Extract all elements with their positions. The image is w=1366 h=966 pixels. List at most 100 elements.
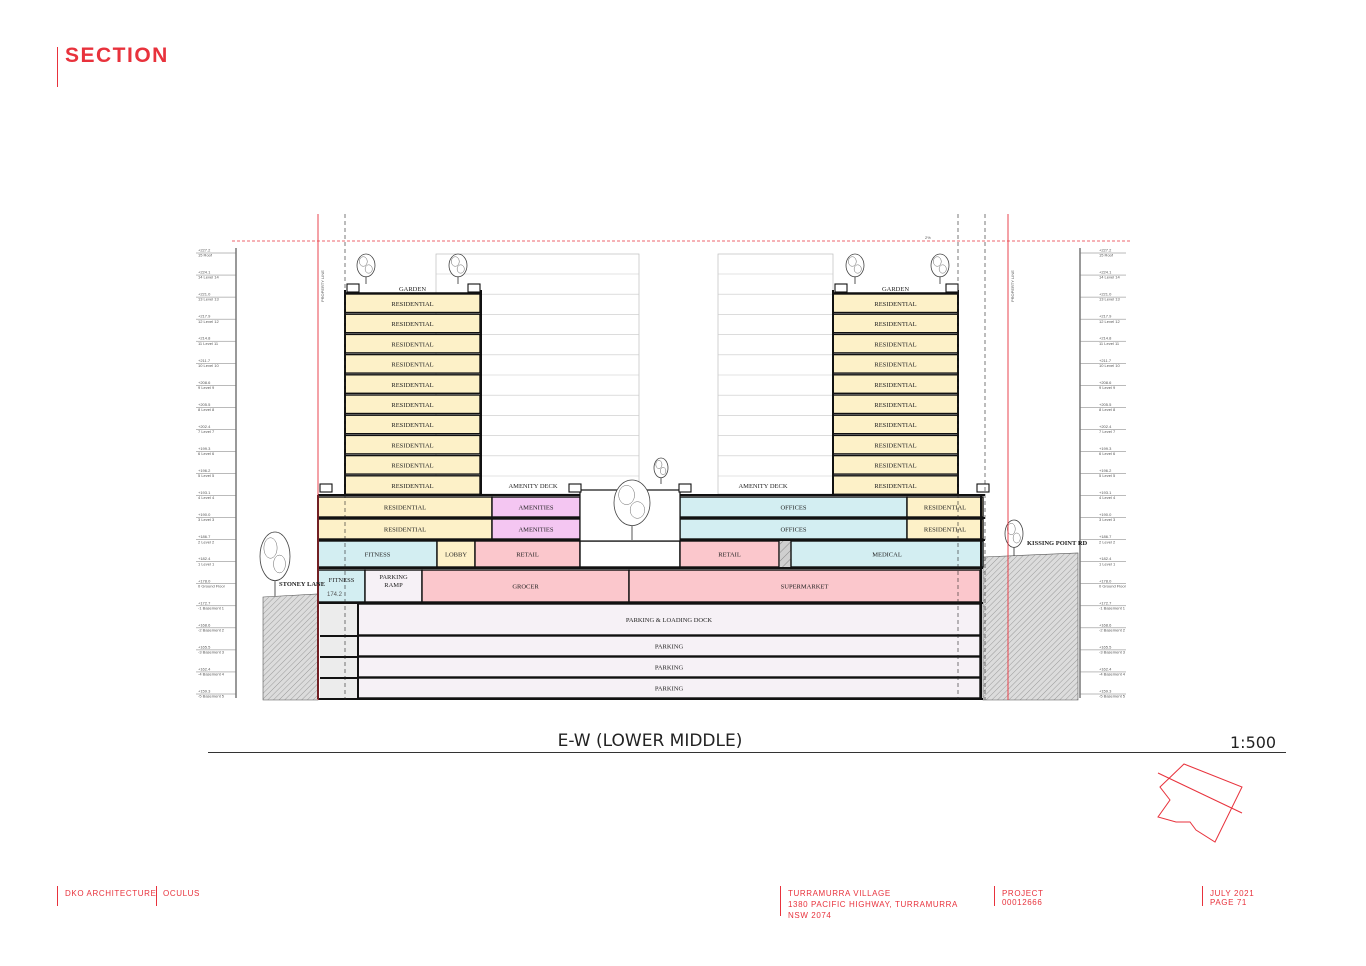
level-name: 6 Level 6 — [1099, 451, 1116, 456]
level-name: 7 Level 7 — [1099, 429, 1116, 434]
level-rl: +159.3 — [198, 689, 211, 694]
level-name: -2 Basement 2 — [198, 627, 225, 632]
level-name: 3 Level 3 — [1099, 517, 1116, 522]
room-label-residential: RESIDENTIAL — [391, 362, 433, 369]
room-label-residential: RESIDENTIAL — [391, 382, 433, 389]
room-label-supermarket: SUPERMARKET — [781, 584, 829, 591]
room-blocks: RESIDENTIAL RESIDENTIAL RESIDENTIAL RESIDEN… — [317, 286, 984, 699]
level-name: -5 Basement 5 — [1099, 694, 1126, 699]
room-void — [579, 540, 681, 568]
ground-right — [982, 552, 1079, 701]
level-rl: +193.1 — [1099, 490, 1112, 495]
header-accent-bar — [57, 47, 58, 87]
level-name: 13 Level 13 — [1099, 297, 1120, 302]
footer-partner: OCULUS — [163, 889, 200, 898]
footer-separator — [156, 886, 157, 906]
level-rl: +182.4 — [1099, 556, 1112, 561]
room-label-amenity-deck: AMENITY DECK — [738, 483, 787, 490]
level-name: 12 Level 12 — [198, 319, 219, 324]
level-marker-left: +227.215 Roof+224.114 Level 14+221.013 L… — [196, 248, 237, 699]
level-rl: +178.0 — [1099, 578, 1112, 583]
level-name: 1 Level 1 — [198, 561, 215, 566]
tree-icon — [930, 253, 950, 284]
level-name: 10 Level 10 — [198, 363, 219, 368]
level-name: 4 Level 4 — [1099, 495, 1116, 500]
room-label-residential: RESIDENTIAL — [391, 422, 433, 429]
level-rl: +182.4 — [198, 556, 211, 561]
room-label-parking-ramp: RAMP — [384, 582, 403, 589]
level-rl: +205.5 — [1099, 402, 1112, 407]
level-name: 15 Roof — [1099, 253, 1114, 258]
section-title-rule — [208, 752, 1286, 753]
room-label-retail: RETAIL — [516, 552, 539, 559]
property-line-label-left: PROPERTY LINE — [320, 270, 325, 302]
level-rl: +202.4 — [1099, 424, 1112, 429]
level-name: 6 Level 6 — [198, 451, 215, 456]
footer-separator — [1202, 886, 1203, 906]
page-title: SECTION — [65, 44, 169, 67]
level-name: 0 Ground Floor — [1099, 583, 1127, 588]
planter-icon — [945, 283, 959, 293]
rl-note: 174.2 — [327, 592, 343, 598]
level-rl: +214.8 — [198, 336, 211, 341]
level-name: 8 Level 8 — [1099, 407, 1116, 412]
tree-icons — [259, 253, 1024, 596]
room-label-residential: RESIDENTIAL — [391, 442, 433, 449]
level-name: 7 Level 7 — [198, 429, 215, 434]
level-rl: +190.0 — [198, 512, 211, 517]
tree-icon — [1004, 519, 1024, 556]
room-label-residential: RESIDENTIAL — [874, 422, 916, 429]
basement-ramp-column — [320, 603, 358, 698]
street-label-right: KISSING POINT RD — [1027, 540, 1088, 547]
level-name: 0 Ground Floor — [198, 583, 226, 588]
room-fitness — [317, 569, 366, 603]
level-rl: +190.0 — [1099, 512, 1112, 517]
footer-date: JULY 2021 — [1210, 889, 1255, 898]
tree-icon — [653, 457, 669, 484]
room-label-garden: GARDEN — [399, 286, 426, 293]
level-name: 5 Level 5 — [1099, 473, 1116, 478]
room-label-amenities: AMENITIES — [518, 505, 553, 512]
level-rl: +172.7 — [198, 600, 211, 605]
level-rl: +186.7 — [1099, 534, 1112, 539]
level-rl: +199.3 — [1099, 446, 1112, 451]
level-rl: +221.0 — [198, 292, 211, 297]
key-plan-icon — [1157, 763, 1243, 843]
room-label-residential: RESIDENTIAL — [874, 382, 916, 389]
level-name: 4 Level 4 — [198, 495, 215, 500]
room-label-residential: RESIDENTIAL — [391, 341, 433, 348]
footer-page: PAGE 71 — [1210, 898, 1247, 907]
tree-icon — [259, 531, 291, 596]
footer-project-number: 00012666 — [1002, 898, 1043, 907]
level-rl: +199.3 — [198, 446, 211, 451]
level-rl: +211.7 — [198, 358, 211, 363]
level-rl: +227.2 — [1099, 248, 1112, 253]
room-label-residential: RESIDENTIAL — [874, 321, 916, 328]
room-label-residential: RESIDENTIAL — [391, 483, 433, 490]
footer-firm: DKO ARCHITECTURE — [65, 889, 157, 898]
level-rl: +217.9 — [198, 314, 211, 319]
tree-icon — [448, 253, 468, 284]
level-rl: +211.7 — [1099, 358, 1112, 363]
level-rl: +196.2 — [1099, 468, 1112, 473]
room-label-retail: RETAIL — [718, 552, 741, 559]
tree-icon — [845, 253, 865, 284]
room-label-residential: RESIDENTIAL — [391, 463, 433, 470]
tree-icon — [613, 479, 651, 540]
column-hatch — [780, 541, 791, 567]
planter-icon — [678, 483, 692, 493]
level-name: 14 Level 14 — [198, 275, 219, 280]
footer-address: 1380 PACIFIC HIGHWAY, TURRAMURRA NSW 207… — [788, 900, 958, 920]
tree-icon — [356, 253, 376, 284]
section-title: E-W (LOWER MIDDLE) — [557, 731, 743, 751]
level-rl: +165.5 — [1099, 644, 1112, 649]
room-label-residential: RESIDENTIAL — [391, 402, 433, 409]
level-rl: +208.6 — [198, 380, 211, 385]
level-name: 9 Level 9 — [198, 385, 215, 390]
level-rl: +162.4 — [198, 666, 211, 671]
footer-project-name: TURRAMURRA VILLAGE — [788, 889, 891, 898]
level-name: 8 Level 8 — [198, 407, 215, 412]
level-name: 10 Level 10 — [1099, 363, 1120, 368]
level-rl: +224.1 — [198, 270, 211, 275]
level-marker-right: +227.215 Roof+224.114 Level 14+221.013 L… — [1079, 248, 1127, 699]
